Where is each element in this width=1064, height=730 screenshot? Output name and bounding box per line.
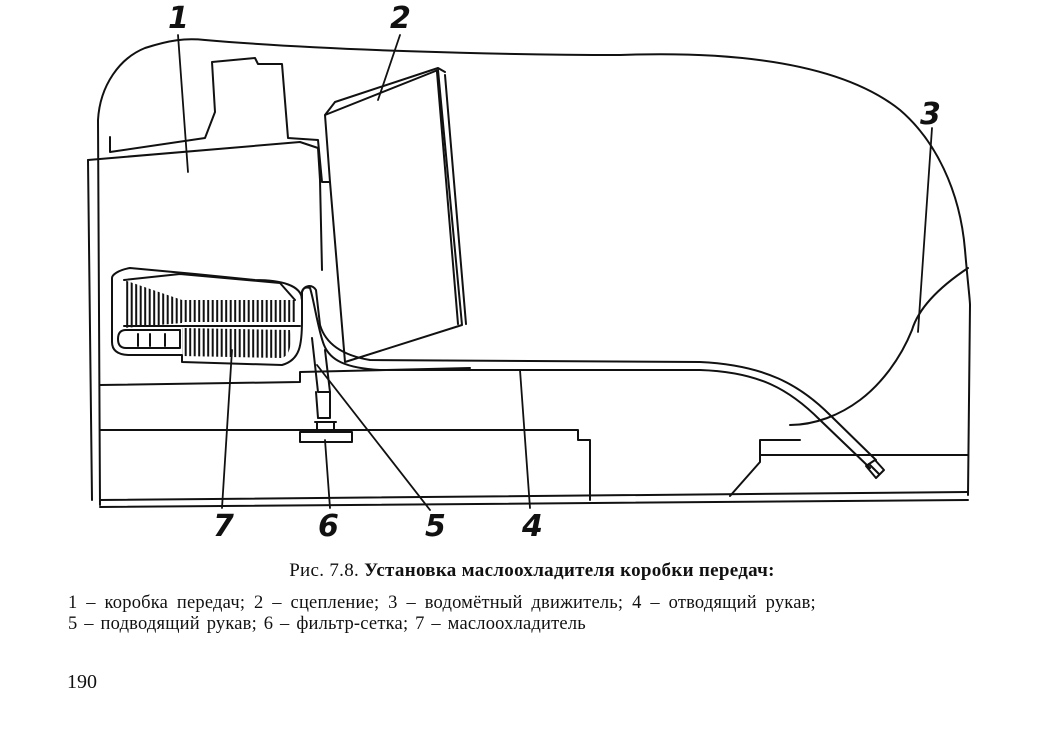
callout-4: 4 <box>522 509 543 544</box>
hoses <box>300 285 885 479</box>
page-number: 190 <box>67 671 97 693</box>
legend-line-2: 5 – подводящий рукав; 6 – фильтр-сетка; … <box>68 614 586 634</box>
callout-1: 1 <box>168 1 189 36</box>
callout-6: 6 <box>318 509 339 544</box>
figure-title: Установка маслоохладителя коробки переда… <box>364 560 775 581</box>
callout-3: 3 <box>920 97 941 132</box>
hull-outline <box>97 38 971 506</box>
water-jet <box>789 267 969 426</box>
gearbox <box>87 57 331 501</box>
callout-2: 2 <box>390 1 411 36</box>
oil-cooler <box>111 267 303 366</box>
cooler-installation-drawing <box>87 34 971 511</box>
clutch-housing <box>324 67 467 363</box>
figure-number: Рис. 7.8. <box>289 560 360 581</box>
figure-caption-title: Рис. 7.8. Установка маслоохладителя коро… <box>0 560 1064 582</box>
legend-line-1: 1 – коробка передач; 2 – сцепление; 3 – … <box>68 593 816 613</box>
leader-lines <box>177 34 933 511</box>
callout-5: 5 <box>425 509 446 544</box>
callout-7: 7 <box>213 509 234 544</box>
